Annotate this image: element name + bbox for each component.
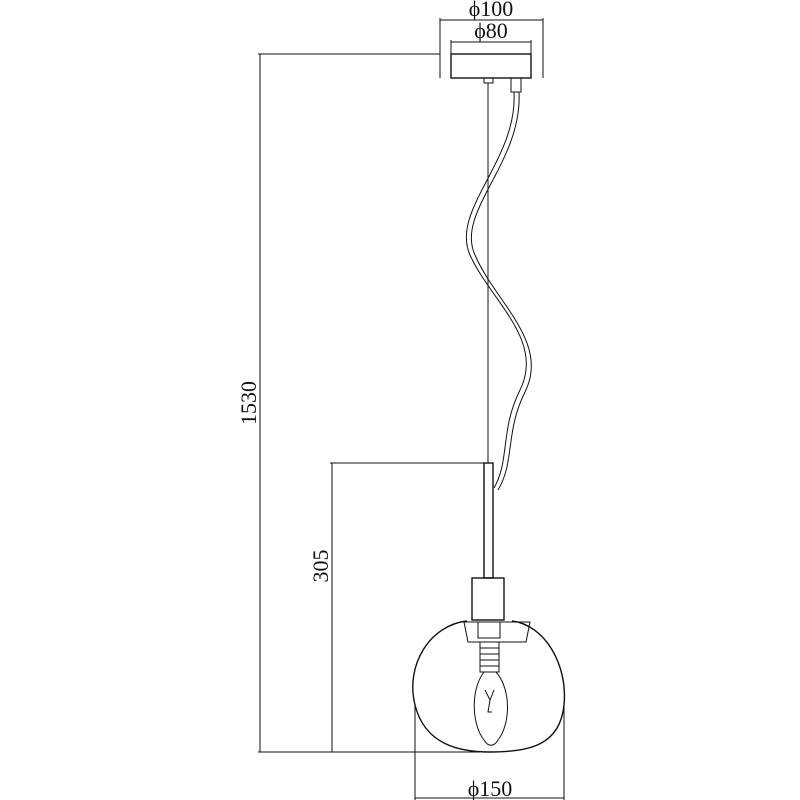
svg-text:ϕ100: ϕ100 xyxy=(469,0,514,21)
canopy-outer-dimension: ϕ100 xyxy=(439,0,544,54)
shade-diameter-symbol: ϕ xyxy=(468,776,480,800)
canopy xyxy=(439,53,544,93)
total-height-value: 1530 xyxy=(236,381,261,425)
lamp-height-dimension: 305 xyxy=(308,462,484,752)
glass-shade xyxy=(412,620,566,753)
power-cord xyxy=(465,91,532,491)
total-height-dimension: 1530 xyxy=(236,53,480,753)
lamp-stem xyxy=(483,462,494,579)
canopy-outer-value: 100 xyxy=(480,0,513,21)
canopy-inner-value: 80 xyxy=(486,18,508,43)
svg-text:ϕ150: ϕ150 xyxy=(468,776,513,800)
canopy-outer-symbol: ϕ xyxy=(469,0,481,21)
shade-diameter-dimension: ϕ150 xyxy=(414,705,565,800)
bulb-socket xyxy=(479,641,500,673)
canopy-inner-dimension: ϕ80 xyxy=(450,18,532,56)
shade-diameter-value: 150 xyxy=(479,776,512,800)
canopy-inner-symbol: ϕ xyxy=(474,18,486,43)
svg-text:ϕ80: ϕ80 xyxy=(474,18,508,43)
bulb xyxy=(473,671,508,746)
lamp-height-value: 305 xyxy=(308,550,333,583)
socket-holder xyxy=(463,577,531,643)
